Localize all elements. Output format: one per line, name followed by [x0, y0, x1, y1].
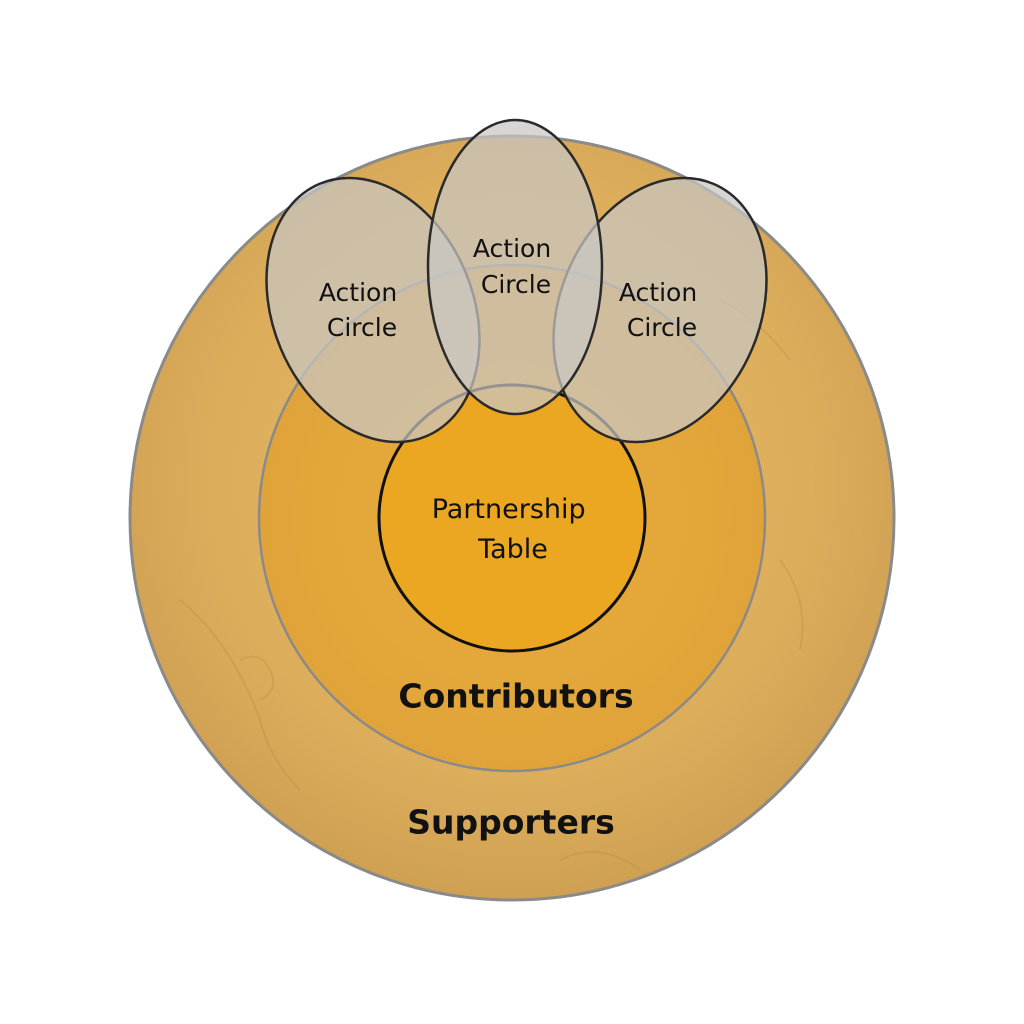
partnership-table-label: Partnership Table — [432, 494, 595, 565]
action-circle-center-label: Action Circle — [473, 234, 559, 299]
contributors-label: Contributors — [398, 677, 633, 716]
supporters-label: Supporters — [407, 803, 615, 842]
parchment-texture — [179, 299, 804, 871]
action-circle-center — [426, 118, 604, 416]
action-circle-left-label: Action Circle — [319, 278, 405, 342]
action-circle-right-label: Action Circle — [619, 278, 705, 342]
